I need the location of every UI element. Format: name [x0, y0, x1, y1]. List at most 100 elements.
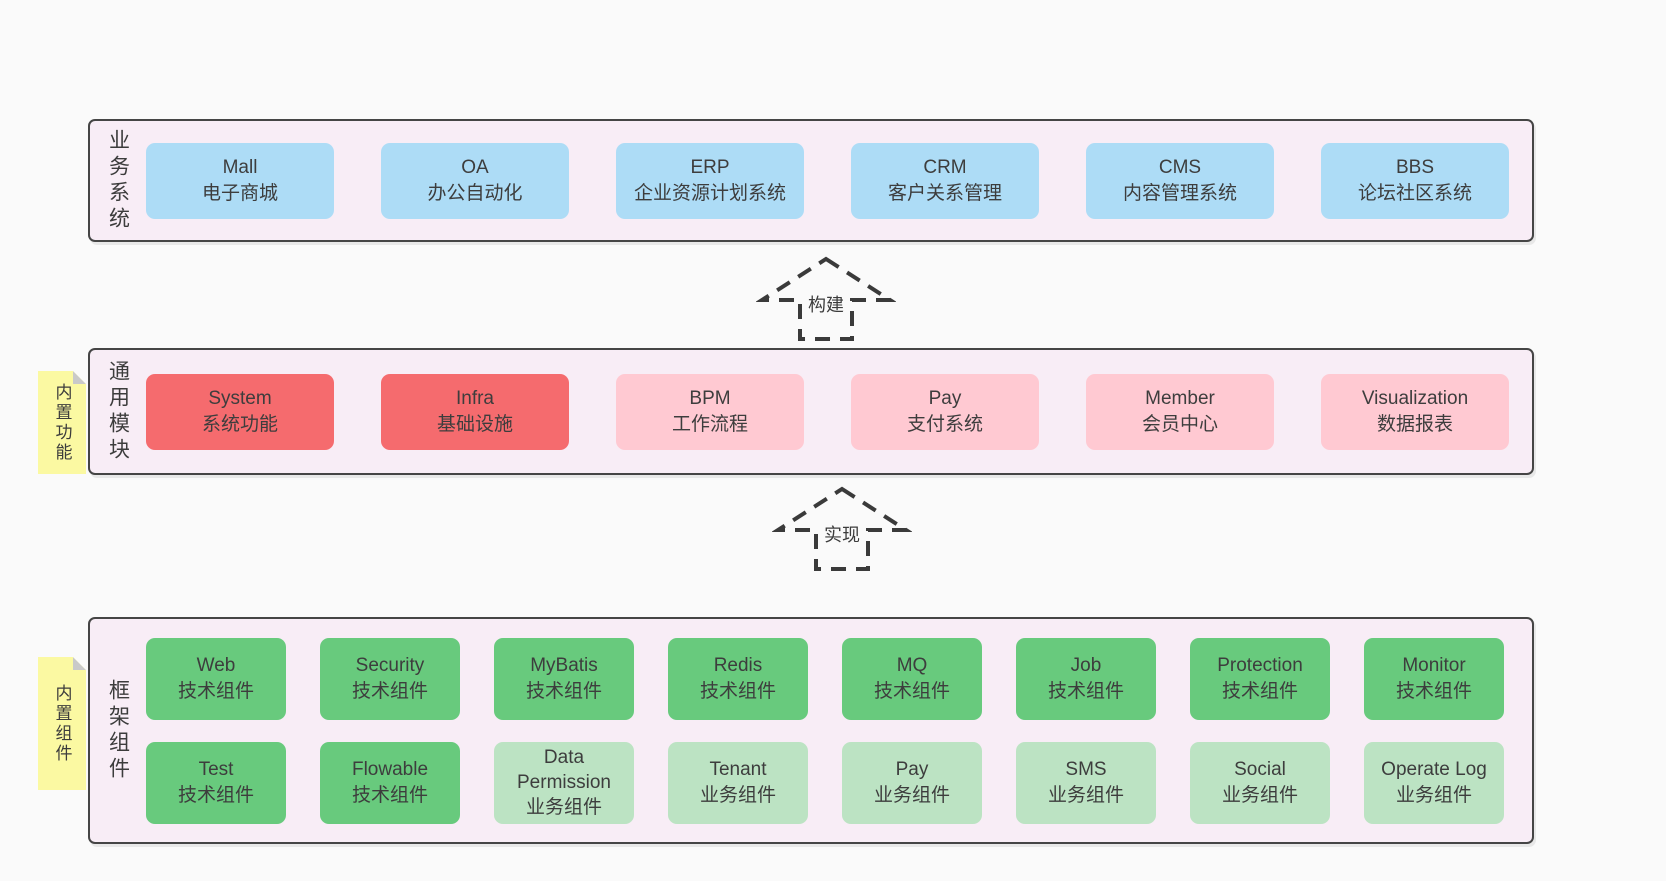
layer-title: 业务系统	[106, 128, 130, 233]
box-title: Test	[198, 759, 234, 781]
box-subtitle: 技术组件	[351, 784, 428, 806]
box-title: Pay	[928, 388, 962, 410]
box-subtitle: 基础设施	[436, 413, 513, 435]
box-title: Mall	[222, 157, 258, 179]
box-title: OA	[461, 157, 489, 179]
box-subtitle: 技术组件	[1047, 680, 1124, 702]
box-subtitle: 技术组件	[873, 680, 950, 702]
box-title: Web	[196, 655, 236, 677]
box-subtitle: 工作流程	[671, 413, 748, 435]
layer-title: 框架组件	[106, 678, 130, 783]
builtin-components-note: 内置组件	[38, 657, 86, 790]
box-title: BPM	[689, 388, 731, 410]
diagram-box-sms: SMS 业务组件	[1016, 741, 1156, 824]
box-title: Redis	[713, 655, 763, 677]
note-fold-corner-icon	[73, 371, 86, 384]
diagram-box-mq: MQ 技术组件	[842, 637, 982, 720]
box-subtitle: 技术组件	[525, 680, 602, 702]
component-row-2: Test 技术组件 Flowable 技术组件 Data Permission 业务组件 T…	[146, 741, 1516, 824]
box-title: Protection	[1217, 655, 1303, 677]
box-subtitle: 内容管理系统	[1122, 182, 1237, 204]
box-subtitle: 业务组件	[1221, 784, 1298, 806]
builtin-features-note: 内置功能	[38, 371, 86, 474]
box-subtitle: 业务组件	[525, 797, 602, 819]
box-subtitle: 业务组件	[873, 784, 950, 806]
diagram-box-flowable: Flowable 技术组件	[320, 741, 460, 824]
layer-label-column: 框架组件	[90, 619, 146, 842]
box-subtitle: 企业资源计划系统	[633, 182, 786, 204]
note-text: 内置组件	[52, 683, 72, 764]
layer-framework-components: 框架组件 Web 技术组件 Security 技术组件 MyBatis 技术组件 Redis…	[88, 617, 1534, 844]
box-subtitle: 技术组件	[177, 784, 254, 806]
box-subtitle: 办公自动化	[427, 182, 523, 204]
box-title: Data Permission	[517, 746, 611, 793]
diagram-box-bbs: BBS 论坛社区系统	[1321, 142, 1509, 219]
box-title: Visualization	[1361, 388, 1469, 410]
box-title: CRM	[923, 157, 967, 179]
diagram-box-operate-log: Operate Log 业务组件	[1364, 741, 1504, 824]
box-subtitle: 会员中心	[1141, 413, 1218, 435]
box-subtitle: 技术组件	[177, 680, 254, 702]
box-subtitle: 技术组件	[1221, 680, 1298, 702]
box-subtitle: 电子商城	[201, 182, 278, 204]
box-title: Operate Log	[1381, 759, 1487, 781]
dashed-up-arrow-icon	[772, 486, 912, 571]
diagram-box-web: Web 技术组件	[146, 637, 286, 720]
diagram-box-job: Job 技术组件	[1016, 637, 1156, 720]
box-subtitle: 技术组件	[699, 680, 776, 702]
layer-label-column: 业务系统	[90, 121, 146, 240]
box-subtitle: 技术组件	[1395, 680, 1472, 702]
diagram-box-monitor: Monitor 技术组件	[1364, 637, 1504, 720]
layer-title: 通用模块	[106, 359, 130, 464]
box-title: BBS	[1395, 157, 1435, 179]
box-title: Job	[1070, 655, 1102, 677]
diagram-box-data-permission: Data Permission 业务组件	[494, 741, 634, 824]
box-title: CMS	[1158, 157, 1202, 179]
box-subtitle: 客户关系管理	[887, 182, 1002, 204]
box-title: Flowable	[351, 759, 429, 781]
box-title: MQ	[896, 655, 928, 677]
box-title: Monitor	[1402, 655, 1466, 677]
layer-label-column: 通用模块	[90, 350, 146, 473]
diagram-box-social: Social 业务组件	[1190, 741, 1330, 824]
box-title: Tenant	[709, 759, 767, 781]
diagram-box-test: Test 技术组件	[146, 741, 286, 824]
box-subtitle: 业务组件	[1395, 784, 1472, 806]
diagram-box-crm: CRM 客户关系管理	[851, 142, 1039, 219]
dashed-up-arrow-icon	[756, 256, 896, 341]
box-subtitle: 技术组件	[351, 680, 428, 702]
box-subtitle: 数据报表	[1376, 413, 1453, 435]
diagram-box-protection: Protection 技术组件	[1190, 637, 1330, 720]
implement-arrow: 实现	[772, 486, 912, 572]
note-text: 内置功能	[52, 382, 72, 463]
box-title: MyBatis	[530, 655, 598, 677]
box-title: Pay	[895, 759, 929, 781]
box-title: Social	[1234, 759, 1286, 781]
diagram-box-security: Security 技术组件	[320, 637, 460, 720]
box-title: System	[208, 388, 272, 410]
box-title: Security	[355, 655, 425, 677]
build-arrow: 构建	[756, 256, 896, 342]
arrow-label: 构建	[805, 291, 847, 318]
diagram-box-cms: CMS 内容管理系统	[1086, 142, 1274, 219]
diagram-box-mall: Mall 电子商城	[146, 142, 334, 219]
box-subtitle: 论坛社区系统	[1357, 182, 1472, 204]
diagram-box-bpm: BPM 工作流程	[616, 373, 804, 450]
box-subtitle: 业务组件	[1047, 784, 1124, 806]
note-fold-corner-icon	[73, 657, 86, 670]
box-title: SMS	[1065, 759, 1107, 781]
diagram-box-pay: Pay 业务组件	[842, 741, 982, 824]
